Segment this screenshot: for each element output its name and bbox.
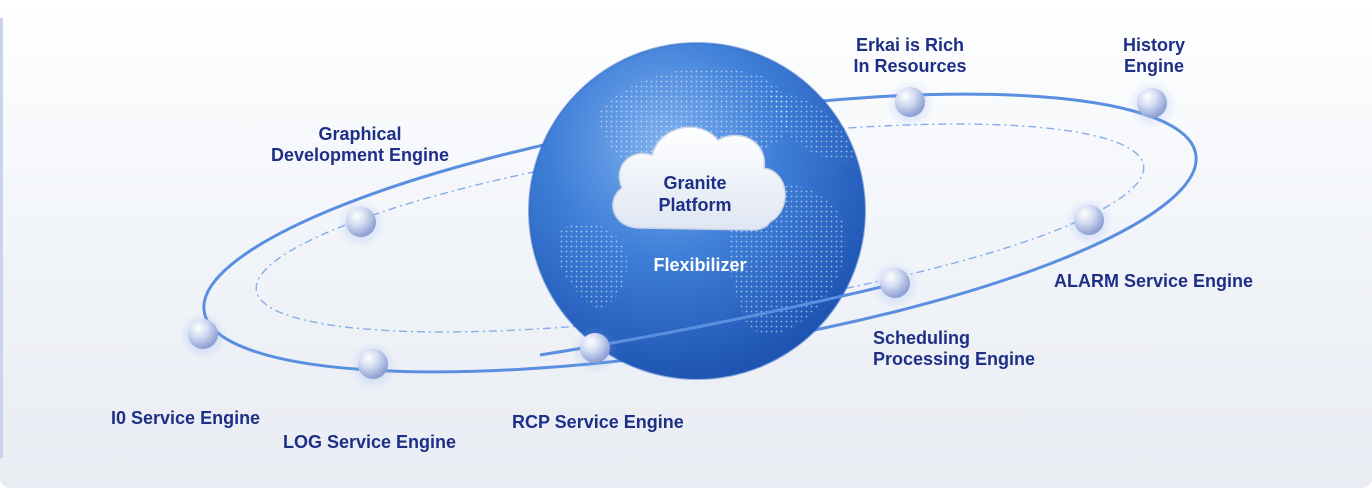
scheduling-label-line1: Scheduling [873, 328, 971, 348]
scheduling-label: Scheduling Processing Engine [873, 328, 1035, 370]
graphical-label-line1: Graphical [318, 124, 402, 144]
node-io [179, 312, 227, 360]
history-label-line2: Engine [1123, 56, 1184, 76]
left-edge-bar [0, 18, 3, 458]
scheduling-label-line2: Processing Engine [873, 349, 1036, 369]
globe-label: Flexibilizer [653, 255, 747, 275]
log-label-line1: LOG Service Engine [283, 432, 457, 452]
io-label-line1: I0 Service Engine [111, 408, 261, 428]
erkai-label-line1: Erkai is Rich [855, 35, 965, 55]
rcp-label: RCP Service Engine [512, 412, 684, 433]
rcp-label-line1: RCP Service Engine [512, 412, 684, 432]
node-log [349, 342, 397, 390]
alarm-label: ALARM Service Engine [1054, 271, 1253, 292]
node-erkai [886, 80, 934, 128]
cloud-shape [612, 126, 786, 231]
node-scheduling [871, 261, 919, 309]
node-history [1128, 81, 1176, 129]
platform-label: Granite Platform [630, 172, 760, 216]
node-graphical [337, 200, 385, 248]
history-label: History Engine [1104, 35, 1204, 77]
platform-label-line1: Granite [663, 173, 727, 193]
io-label: I0 Service Engine [111, 408, 260, 429]
node-alarm [1065, 198, 1113, 246]
erkai-label-line2: In Resources [853, 56, 967, 76]
platform-label-line2: Platform [658, 195, 732, 215]
history-label-line1: History [1122, 35, 1185, 55]
erkai-label: Erkai is Rich In Resources [840, 35, 980, 77]
graphical-label-line2: Development Engine [270, 145, 450, 165]
alarm-label-line1: ALARM Service Engine [1054, 271, 1254, 291]
log-label: LOG Service Engine [283, 432, 456, 453]
node-rcp [571, 326, 619, 374]
graphical-label: Graphical Development Engine [260, 124, 460, 166]
